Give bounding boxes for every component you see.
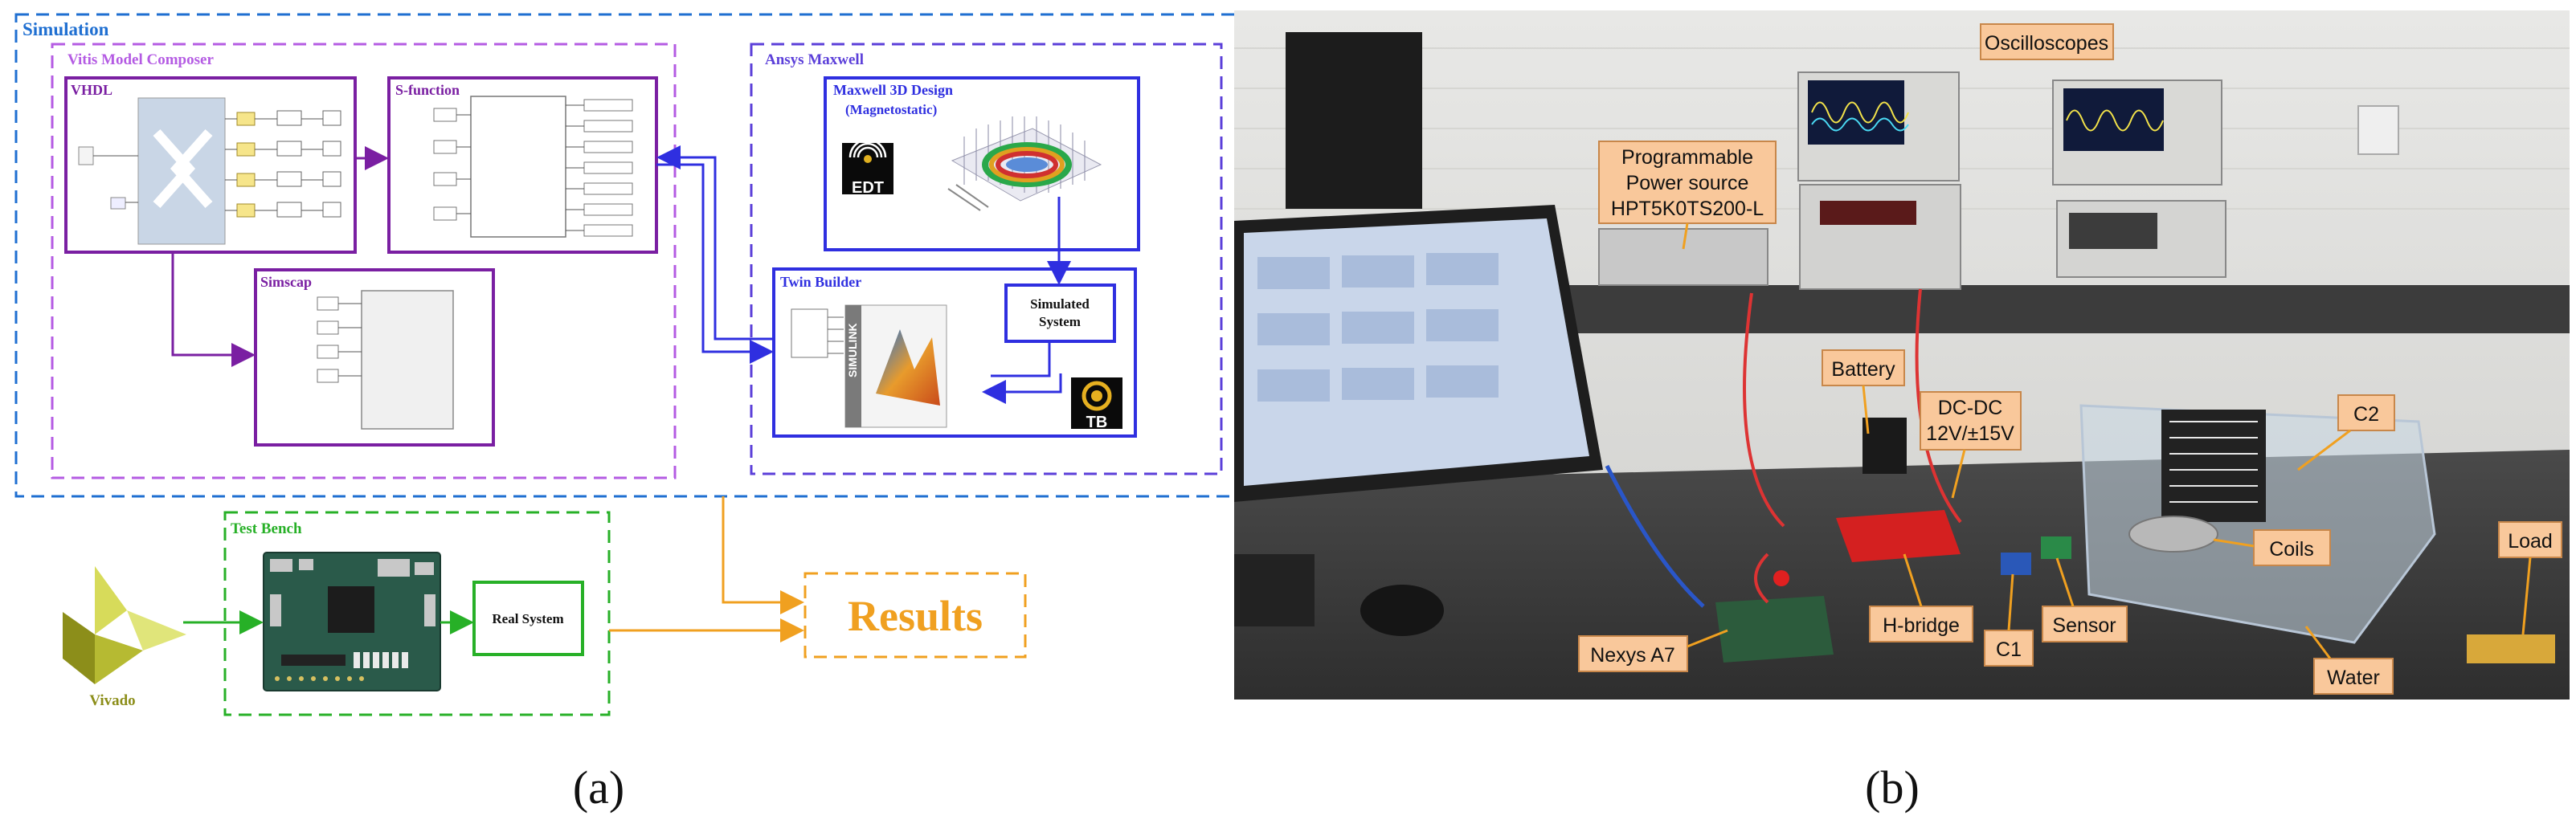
caption-a: (a) — [573, 761, 624, 814]
simulation-label: Simulation — [22, 19, 109, 39]
callout-load: Load — [2498, 521, 2562, 635]
test-bench-label: Test Bench — [231, 520, 302, 537]
svg-text:Load: Load — [2508, 530, 2553, 553]
callout-sensor: Sensor — [2042, 557, 2128, 642]
edt-logo: EDT — [842, 138, 893, 197]
simulated-system-line1: Simulated — [1030, 296, 1090, 312]
vhdl-label: VHDL — [71, 82, 112, 98]
sfunction-label: S-function — [395, 82, 460, 98]
caption-b: (b) — [1865, 761, 1920, 814]
nexys-board-image — [263, 552, 441, 691]
twinbuilder-to-sfunction-arrows — [656, 145, 774, 364]
ansys-box — [750, 43, 1223, 475]
tb-logo-text: TB — [1086, 414, 1108, 431]
svg-text:HPT5K0TS200-L: HPT5K0TS200-L — [1611, 198, 1764, 220]
test-bench-box — [223, 511, 611, 716]
svg-text:C1: C1 — [1996, 638, 2022, 661]
callout-c1: C1 — [1984, 573, 2034, 667]
results-box — [803, 572, 1027, 659]
callout-oscilloscopes: Oscilloscopes — [1980, 23, 2114, 60]
callout-battery: Battery — [1822, 349, 1905, 434]
simulated-system-box — [1004, 283, 1116, 343]
vitis-box — [51, 43, 677, 479]
svg-text:H-bridge: H-bridge — [1883, 614, 1960, 637]
vitis-label: Vitis Model Composer — [67, 51, 214, 68]
svg-text:Water: Water — [2327, 667, 2380, 689]
svg-text:Power source: Power source — [1626, 172, 1749, 194]
svg-text:Programmable: Programmable — [1621, 146, 1753, 169]
svg-text:DC-DC: DC-DC — [1938, 397, 2003, 419]
vivado-label: Vivado — [89, 692, 135, 709]
svg-text:Coils: Coils — [2269, 538, 2314, 561]
panel-b: Oscilloscopes Programmable Power source … — [1234, 10, 2570, 814]
callout-dcdc: DC-DC 12V/±15V — [1920, 391, 2022, 499]
simulated-to-simulink-arrow — [982, 341, 1062, 404]
svg-text:Oscilloscopes: Oscilloscopes — [1985, 32, 2108, 55]
svg-text:C2: C2 — [2353, 403, 2379, 426]
tb-logo: TB — [1071, 377, 1122, 431]
simscap-label: Simscap — [260, 274, 312, 290]
maxwell-label: Maxwell 3D Design — [833, 82, 953, 98]
magnetostatic-model-image — [947, 116, 1102, 211]
real-system-label: Real System — [492, 611, 563, 626]
results-label: Results — [848, 592, 983, 640]
callouts: Oscilloscopes Programmable Power source … — [1578, 23, 2562, 695]
simulink-block: SIMULINK — [791, 304, 947, 428]
sfunction-block-diagram — [433, 96, 633, 238]
callout-coils: Coils — [2213, 529, 2331, 566]
vivado-logo: Vivado — [63, 566, 186, 709]
vhdl-to-simscap-arrow — [171, 252, 256, 367]
callout-hbridge: H-bridge — [1869, 553, 1973, 642]
maxwell-sublabel: (Magnetostatic) — [845, 102, 937, 117]
real-system-box — [472, 581, 584, 656]
svg-text:Battery: Battery — [1831, 358, 1895, 381]
simscap-block-diagram — [317, 290, 454, 430]
vhdl-block-diagram — [78, 97, 341, 245]
simulated-system-line2: System — [1039, 314, 1081, 329]
callout-nexys: Nexys A7 — [1578, 629, 1728, 672]
simulink-text: SIMULINK — [846, 323, 859, 377]
panel-a: Simulation Vitis Model Composer VHDL — [14, 13, 1247, 814]
ansys-label: Ansys Maxwell — [765, 51, 864, 68]
callout-water: Water — [2304, 626, 2394, 695]
svg-text:12V/±15V: 12V/±15V — [1926, 422, 2014, 445]
to-results-arrows — [609, 496, 804, 642]
twin-builder-label: Twin Builder — [780, 274, 861, 290]
svg-text:Nexys A7: Nexys A7 — [1590, 644, 1675, 667]
svg-text:Sensor: Sensor — [2052, 614, 2116, 637]
edt-logo-text: EDT — [852, 179, 884, 197]
callout-power-source: Programmable Power source HPT5K0TS200-L — [1598, 141, 1777, 250]
callout-c2: C2 — [2297, 394, 2395, 471]
